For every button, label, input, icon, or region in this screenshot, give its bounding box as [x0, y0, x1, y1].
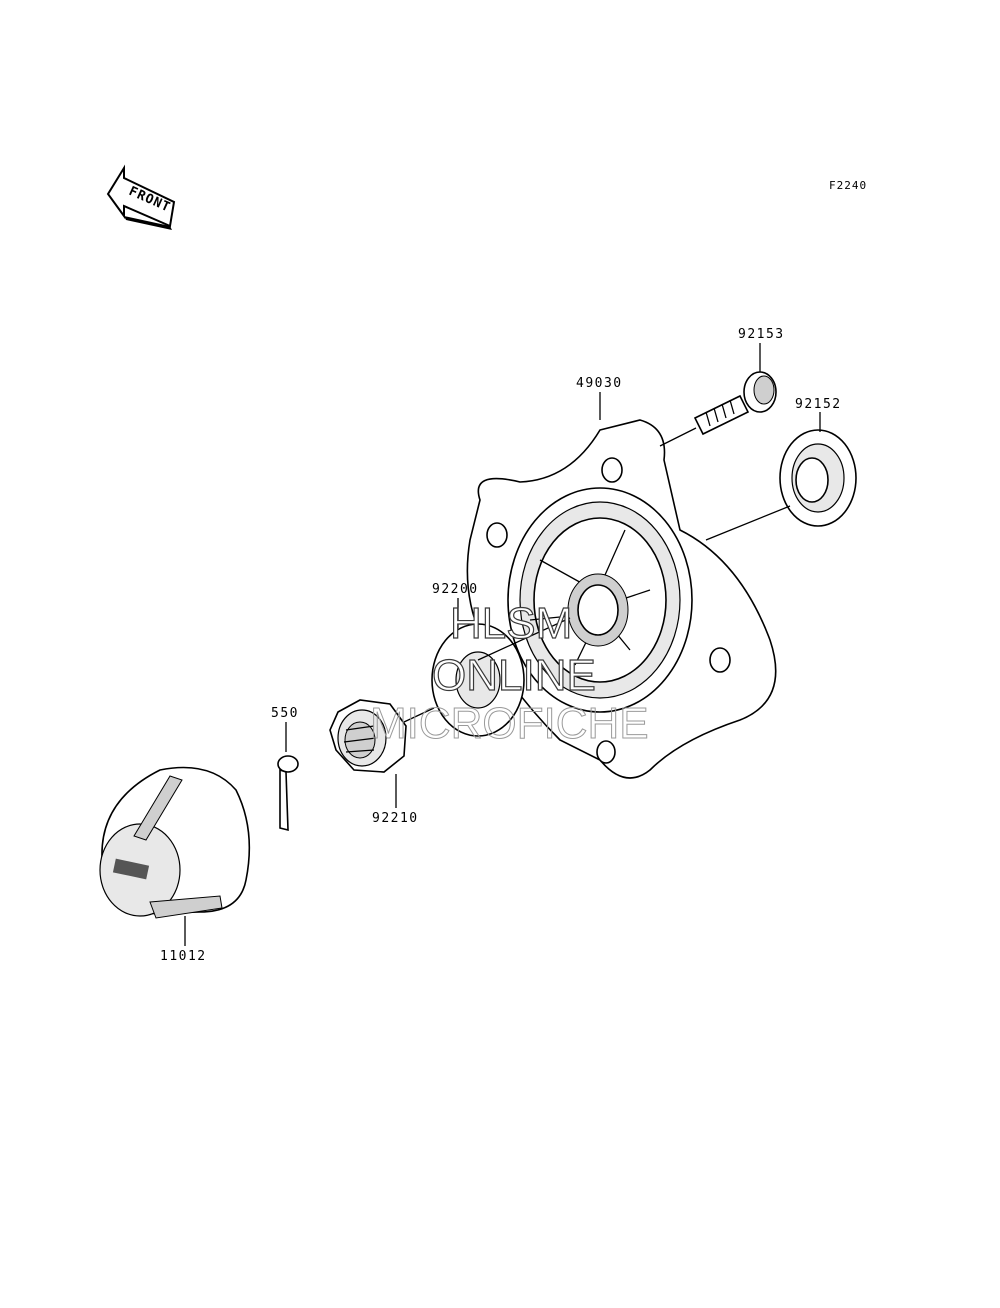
- stud-part[interactable]: [693, 371, 777, 436]
- cap-part-number: 11012: [160, 949, 207, 964]
- stud-axis-line: [659, 427, 697, 447]
- cap-part[interactable]: [99, 766, 251, 919]
- stud-part-number: 92153: [738, 327, 785, 342]
- seal-part[interactable]: [779, 429, 857, 527]
- front-arrow-icon: FRONT: [106, 164, 176, 230]
- watermark: HLSM ONLINE MICROFICHE: [370, 598, 650, 748]
- washer-part[interactable]: [431, 623, 525, 737]
- watermark-line1: HLSM: [450, 599, 572, 648]
- nut-part[interactable]: [329, 699, 407, 773]
- watermark-line3: MICROFICHE: [370, 699, 649, 748]
- hub-part-number: 49030: [576, 376, 623, 391]
- figure-code: F2240: [829, 179, 867, 192]
- washer-part-number: 92200: [432, 582, 479, 597]
- nut-part-number: 92210: [372, 811, 419, 826]
- cotter-pin-part[interactable]: [277, 755, 299, 832]
- cotter-pin-part-number: 550: [271, 706, 299, 721]
- watermark-line2: ONLINE: [432, 651, 596, 700]
- seal-part-number: 92152: [795, 397, 842, 412]
- nut-axis-line: [403, 707, 435, 723]
- hub-part[interactable]: [466, 419, 777, 779]
- seal-axis-line: [705, 505, 791, 541]
- washer-axis-line: [477, 617, 571, 661]
